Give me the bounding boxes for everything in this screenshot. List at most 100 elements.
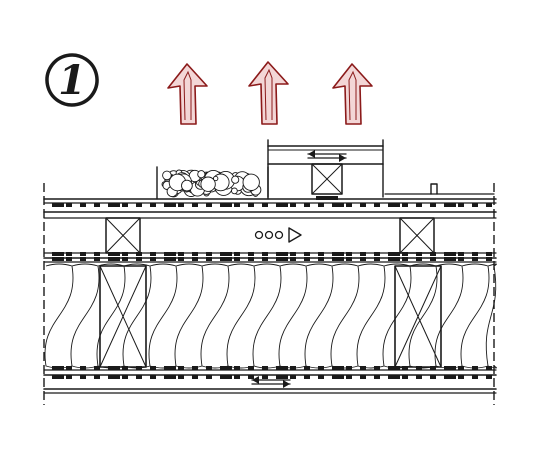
up-arrow-icon (248, 61, 289, 125)
insulation-wave (226, 263, 256, 369)
tape-strip (234, 375, 240, 379)
tape-strip (262, 375, 268, 379)
tape-strip (108, 257, 120, 261)
tape-strip (136, 366, 142, 370)
tape-strip (178, 252, 184, 256)
tape-strip (472, 366, 478, 370)
tape-strip (346, 366, 352, 370)
tape-strip (192, 257, 198, 261)
tape-strip (80, 252, 86, 256)
gravel-pebble (231, 175, 240, 184)
tape-strip (346, 252, 352, 256)
gravel-pebble (200, 176, 216, 192)
insulation-wave (252, 263, 282, 369)
tape-strip (108, 203, 120, 207)
tape-strip (122, 203, 128, 207)
tape-strip (416, 375, 422, 379)
tape-strip (444, 366, 456, 370)
tape-strip (248, 257, 254, 261)
tape-strip (66, 375, 72, 379)
tape-strip (388, 366, 400, 370)
tape-strip (66, 257, 72, 261)
tape-strip (374, 375, 380, 379)
tape-strip (136, 257, 142, 261)
tape-strip (458, 375, 464, 379)
tape-strip (360, 252, 366, 256)
tape-strip (136, 252, 142, 256)
walkway-frame (267, 139, 384, 200)
up-arrow-hatch (348, 70, 357, 121)
tape-strip (276, 203, 288, 207)
tape-strip (150, 366, 156, 370)
tape-strip (52, 375, 64, 379)
tape-strip (374, 366, 380, 370)
tape-strip (360, 375, 366, 379)
tape-strip (402, 203, 408, 207)
rafter-right (394, 265, 442, 368)
tape-strip (374, 257, 380, 261)
tape-strip (402, 375, 408, 379)
tape-strip (402, 366, 408, 370)
tape-strip (122, 257, 128, 261)
insulation-wave (356, 263, 386, 369)
tape-strip (80, 257, 86, 261)
tape-strip (332, 366, 344, 370)
tape-strip (234, 252, 240, 256)
tape-strip (346, 257, 352, 261)
walkway-support-block (311, 163, 343, 200)
insulation-wave (70, 263, 100, 369)
tape-strip (346, 203, 352, 207)
tape-strip (276, 366, 288, 370)
tape-strip (290, 203, 296, 207)
insulation-wave (174, 263, 204, 369)
tape-strip (52, 257, 64, 261)
tape-strip (164, 252, 176, 256)
insulation-wave (382, 263, 412, 369)
rafter-layer (43, 257, 497, 376)
tape-strip (444, 203, 456, 207)
gravel-ballast (156, 166, 269, 200)
up-arrow-hatch (183, 70, 192, 121)
tape-strip (164, 203, 176, 207)
gravel-pebble (213, 175, 219, 182)
edge-upstand (384, 183, 495, 195)
insulation-wave (148, 263, 178, 369)
insulation-wave (408, 263, 438, 369)
tape-strip (80, 203, 86, 207)
tape-strip (290, 375, 296, 379)
double-arrow-icon (307, 150, 347, 162)
tape-strip (80, 375, 86, 379)
tape-strip (486, 203, 492, 207)
tape-strip (192, 375, 198, 379)
tape-strip (346, 375, 352, 379)
tape-strip (220, 375, 232, 379)
vapour-arrows (167, 61, 373, 125)
tape-strip (486, 366, 492, 370)
insulation-wave (278, 263, 308, 369)
tape-strip (234, 203, 240, 207)
tape-strip (248, 252, 254, 256)
tape-strip (192, 366, 198, 370)
tape-strip (220, 203, 232, 207)
tape-strip (262, 252, 268, 256)
tape-strip (430, 203, 436, 207)
insulation-wave (485, 263, 497, 369)
tape-strip (248, 203, 254, 207)
tape-strip (472, 252, 478, 256)
membrane-tape-strips (52, 203, 492, 379)
tape-strip (388, 257, 400, 261)
tape-strip (332, 257, 344, 261)
tape-strip (430, 375, 436, 379)
tape-strip (122, 375, 128, 379)
tape-strip (360, 203, 366, 207)
tape-strip (472, 257, 478, 261)
airflow-arrow-icon (254, 227, 302, 243)
tape-strip (262, 203, 268, 207)
tape-strip (94, 366, 100, 370)
insulation (44, 263, 497, 369)
tape-strip (94, 252, 100, 256)
tape-strip (430, 366, 436, 370)
tape-strip (332, 375, 344, 379)
tape-strip (94, 375, 100, 379)
